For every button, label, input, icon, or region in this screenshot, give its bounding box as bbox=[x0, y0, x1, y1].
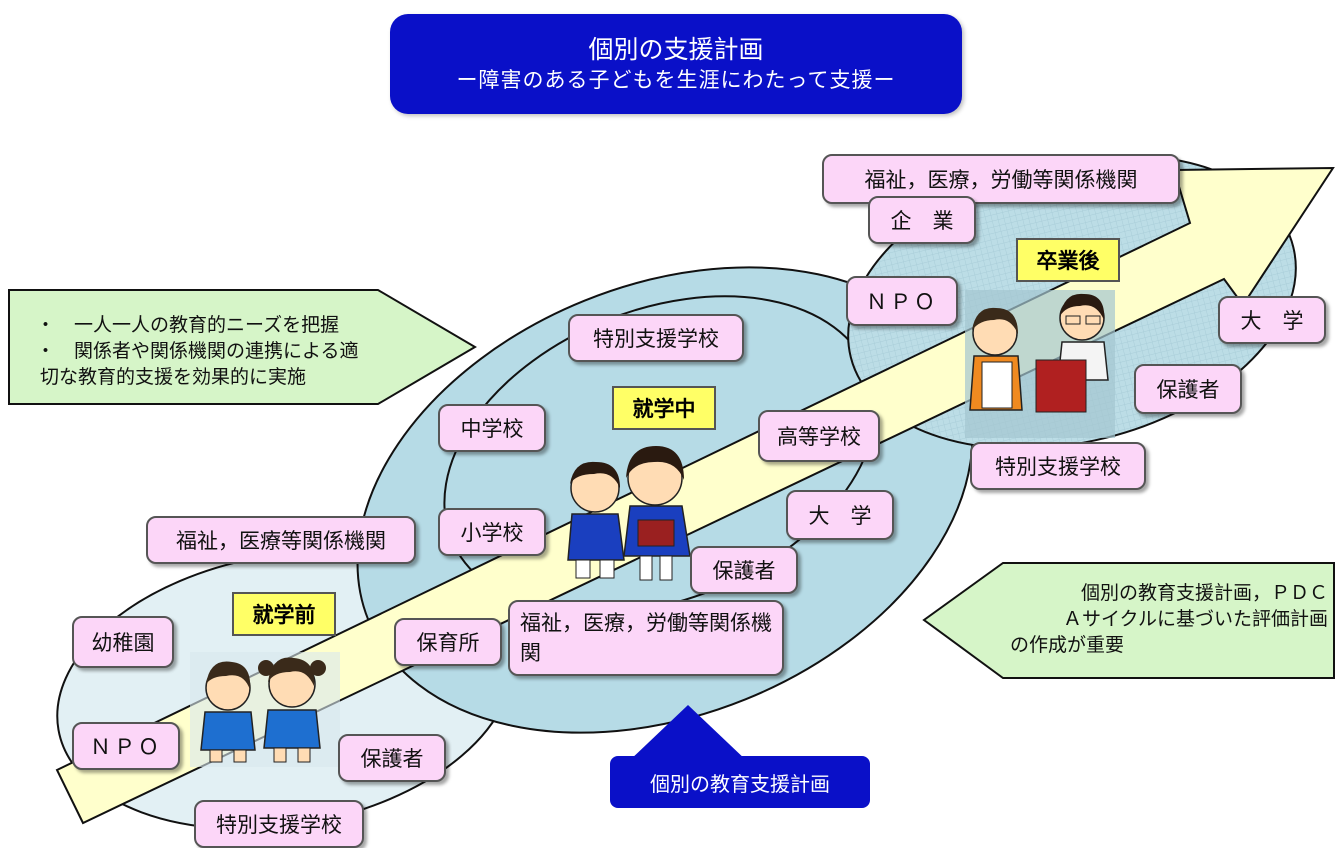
during-guardian-box: 保護者 bbox=[690, 546, 798, 594]
bullet-icon: ・ bbox=[36, 340, 56, 362]
stage-during-school: 就学中 bbox=[612, 386, 716, 430]
elementary-box: 小学校 bbox=[438, 508, 546, 556]
left-note-item-2-continued: 切な教育的支援を効果的に実施 bbox=[40, 366, 307, 388]
during-welfare-box: 福祉，医療，労働等関係機関 bbox=[508, 600, 784, 676]
right-note: 個別の教育支援計画，ＰＤＣ Ａサイクルに基づいた評価計画 の作成が重要 bbox=[1010, 580, 1328, 658]
before-special-school-box: 特別支援学校 bbox=[194, 800, 364, 848]
left-note: ・ 一人一人の教育的ニーズを把握 ・ 関係者や関係機関の連携による適 切な教育的… bbox=[36, 312, 396, 390]
junior-high-box: 中学校 bbox=[438, 404, 546, 452]
preschool-children-illustration bbox=[190, 652, 340, 767]
before-nursery-box: 保育所 bbox=[394, 618, 502, 666]
right-note-line-1: 個別の教育支援計画，ＰＤＣ bbox=[1080, 582, 1328, 604]
during-university-box: 大 学 bbox=[786, 490, 894, 540]
after-special-school-box: 特別支援学校 bbox=[970, 442, 1146, 490]
stage-before-school: 就学前 bbox=[232, 592, 336, 636]
bullet-icon: ・ bbox=[36, 314, 56, 336]
during-special-school-box: 特別支援学校 bbox=[568, 314, 744, 362]
stage-after-graduation: 卒業後 bbox=[1016, 238, 1120, 282]
bottom-label: 個別の教育支援計画 bbox=[610, 756, 870, 808]
left-note-item-1: 一人一人の教育的ニーズを把握 bbox=[74, 314, 340, 336]
after-guardian-box: 保護者 bbox=[1134, 364, 1242, 414]
title-box: 個別の支援計画 ー障害のある子どもを生涯にわたって支援ー bbox=[390, 14, 962, 114]
before-welfare-box: 福祉，医療等関係機関 bbox=[146, 516, 416, 564]
before-kindergarten-box: 幼稚園 bbox=[72, 616, 174, 668]
students-illustration bbox=[567, 446, 691, 581]
before-npo-box: ＮＰＯ bbox=[72, 722, 180, 770]
page-title: 個別の支援計画 bbox=[588, 35, 764, 64]
right-note-shape bbox=[922, 562, 1335, 679]
right-note-line-2: Ａサイクルに基づいた評価計画 bbox=[1062, 608, 1328, 630]
right-note-line-3: の作成が重要 bbox=[1010, 634, 1125, 656]
adults-illustration bbox=[965, 290, 1115, 438]
after-npo-box: ＮＰＯ bbox=[846, 276, 958, 326]
high-school-box: 高等学校 bbox=[758, 410, 880, 462]
left-note-shape bbox=[8, 289, 477, 405]
after-welfare-box: 福祉，医療，労働等関係機関 bbox=[822, 154, 1180, 204]
after-university-box: 大 学 bbox=[1218, 296, 1326, 344]
bottom-triangle bbox=[628, 705, 748, 762]
before-guardian-box: 保護者 bbox=[338, 734, 446, 782]
company-box: 企 業 bbox=[868, 196, 976, 244]
page-subtitle: ー障害のある子どもを生涯にわたって支援ー bbox=[456, 68, 896, 92]
left-note-item-2: 関係者や関係機関の連携による適 bbox=[74, 340, 359, 362]
